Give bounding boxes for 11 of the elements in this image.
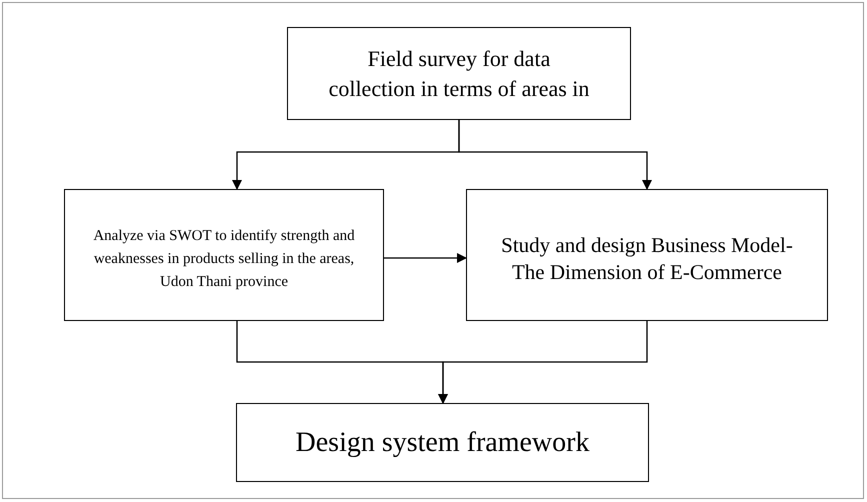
process-box <box>64 189 384 321</box>
arrow <box>458 120 652 190</box>
box-text: Field survey for data collection in terms of areas in <box>328 44 590 102</box>
box-text: Study and design Business Model- The Dimension of E-Commerce <box>500 232 794 286</box>
arrow <box>384 253 467 263</box>
process-box <box>236 403 649 482</box>
process-box <box>466 189 828 321</box>
arrow <box>438 321 648 404</box>
box-text: Analyze via SWOT to identify strength and weaknesses in products selling in the areas, Udon Thani province <box>92 226 356 292</box>
box-text: Design system framework <box>294 426 590 460</box>
process-box <box>287 27 631 120</box>
